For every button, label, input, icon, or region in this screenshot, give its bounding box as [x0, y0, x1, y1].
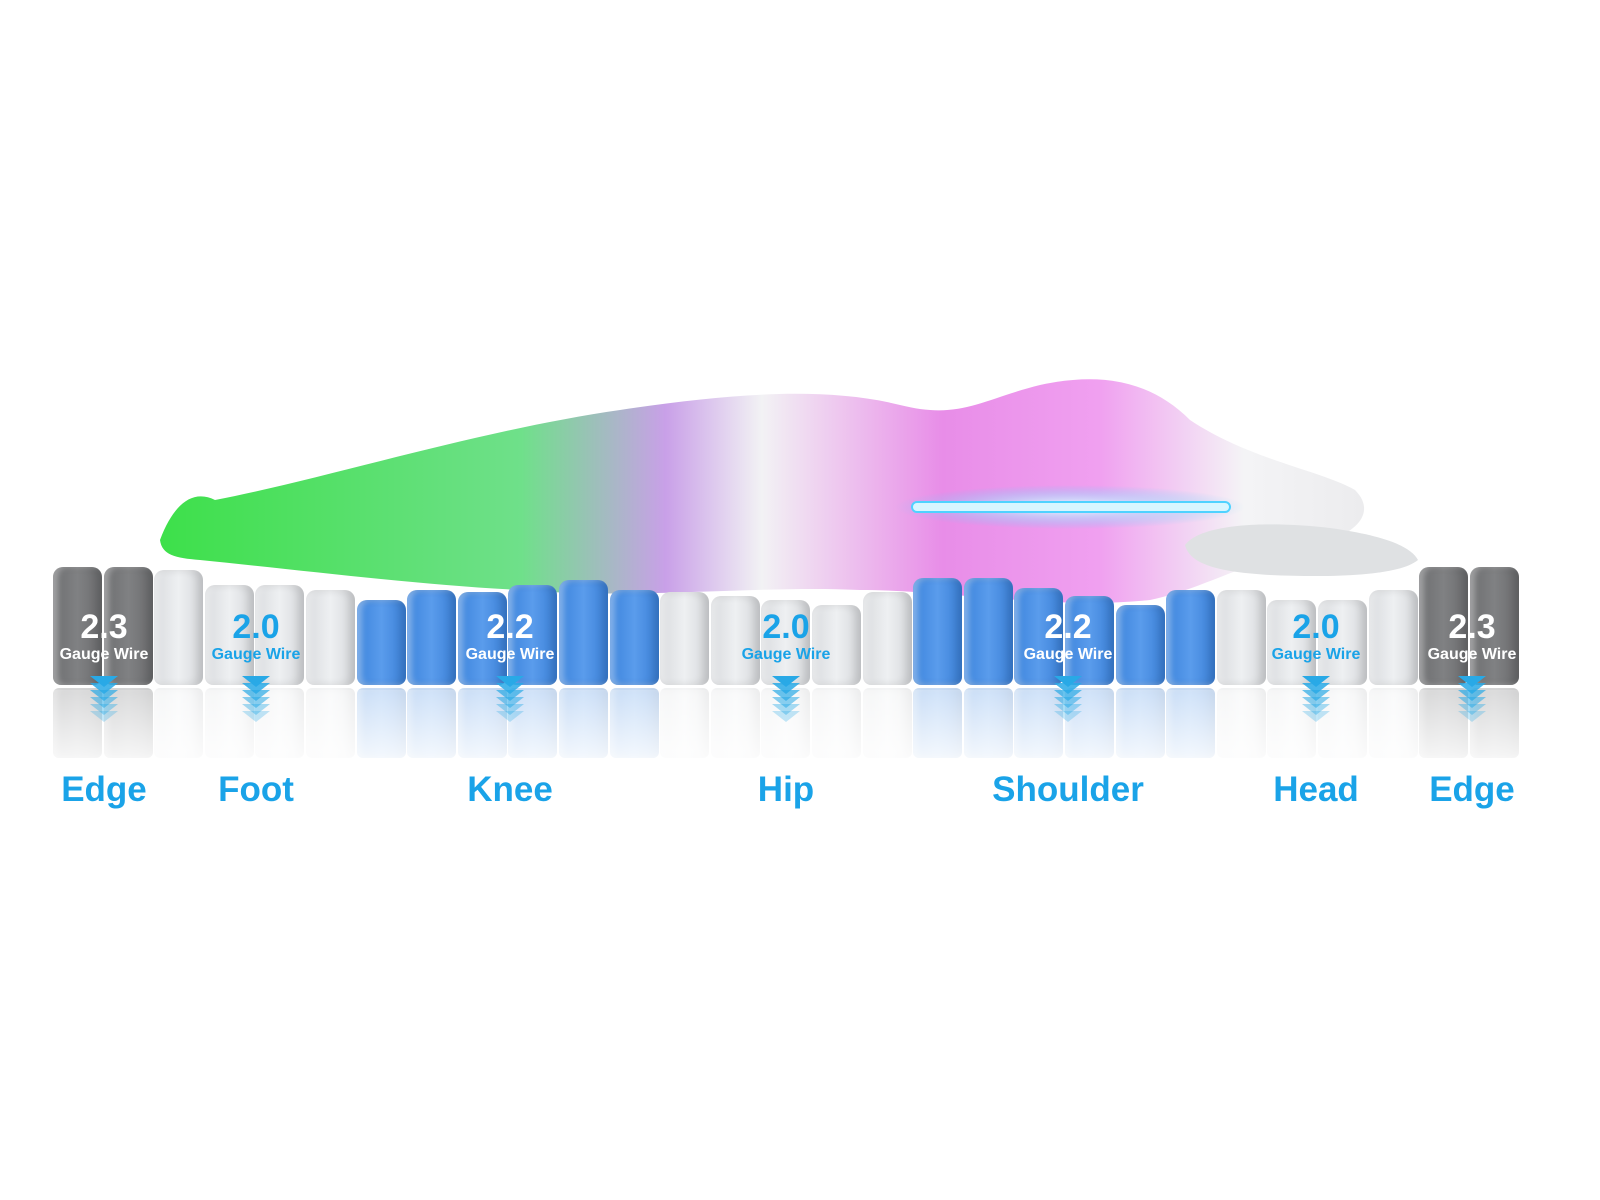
chevron-down-icon — [242, 676, 270, 722]
coil-soft — [1368, 590, 1418, 685]
coil-edge — [1469, 567, 1519, 685]
gauge-value: 2.0 — [762, 608, 810, 646]
coil-firm — [913, 578, 963, 685]
gauge-value: 2.2 — [1044, 608, 1092, 646]
coil-firm — [1115, 605, 1165, 685]
gauge-unit: Gauge Wire — [1427, 646, 1517, 663]
coil-soft — [862, 592, 912, 685]
chevron-down-icon — [1458, 676, 1486, 722]
coil-firm — [508, 585, 558, 685]
coil-firm — [963, 578, 1013, 685]
zone-name: Edge — [1429, 770, 1515, 809]
coil-soft — [255, 585, 305, 685]
coil-soft — [154, 570, 204, 685]
gauge-unit: Gauge Wire — [1271, 646, 1361, 663]
gauge-value: 2.2 — [486, 608, 534, 646]
gauge-unit: Gauge Wire — [465, 646, 555, 663]
coil-firm — [457, 592, 507, 685]
zone-name: Knee — [467, 770, 553, 809]
gauge-value: 2.0 — [232, 608, 280, 646]
gauge-value: 2.0 — [1292, 608, 1340, 646]
coil-soft — [204, 585, 254, 685]
chevron-down-icon — [1054, 676, 1082, 722]
coil-firm — [356, 600, 406, 685]
chevron-down-icon — [90, 676, 118, 722]
coil-firm — [1014, 588, 1064, 685]
coil-soft — [1267, 600, 1317, 685]
coil-firm — [1166, 590, 1216, 685]
gauge-unit: Gauge Wire — [211, 646, 301, 663]
coil-edge — [53, 567, 103, 685]
zone-name: Edge — [61, 770, 147, 809]
gauge-unit: Gauge Wire — [59, 646, 149, 663]
chevron-down-icon — [496, 676, 524, 722]
zone-name: Shoulder — [992, 770, 1144, 809]
body-shape — [160, 379, 1365, 603]
gauge-value: 2.3 — [1448, 608, 1496, 646]
gauge-value: 2.3 — [80, 608, 128, 646]
chevron-down-icon — [772, 676, 800, 722]
coil-soft — [306, 590, 356, 685]
spine-icon — [895, 485, 1245, 529]
zone-name: Hip — [757, 770, 815, 809]
coil-edge — [103, 567, 153, 685]
coil-edge — [1419, 567, 1469, 685]
coil-firm — [559, 580, 609, 685]
chevron-down-icon — [1302, 676, 1330, 722]
gauge-unit: Gauge Wire — [741, 646, 831, 663]
coil-soft — [710, 596, 760, 685]
coil-soft — [660, 592, 710, 685]
coil-firm — [609, 590, 659, 685]
coil-firm — [1065, 596, 1115, 685]
coil-soft — [1318, 600, 1368, 685]
coil-soft — [761, 600, 811, 685]
pillow-shape — [1185, 524, 1418, 577]
coil-soft — [1216, 590, 1266, 685]
coil-soft — [812, 605, 862, 685]
zone-name: Foot — [218, 770, 294, 809]
coil-firm — [407, 590, 457, 685]
zone-name: Head — [1273, 770, 1359, 809]
gauge-unit: Gauge Wire — [1023, 646, 1113, 663]
